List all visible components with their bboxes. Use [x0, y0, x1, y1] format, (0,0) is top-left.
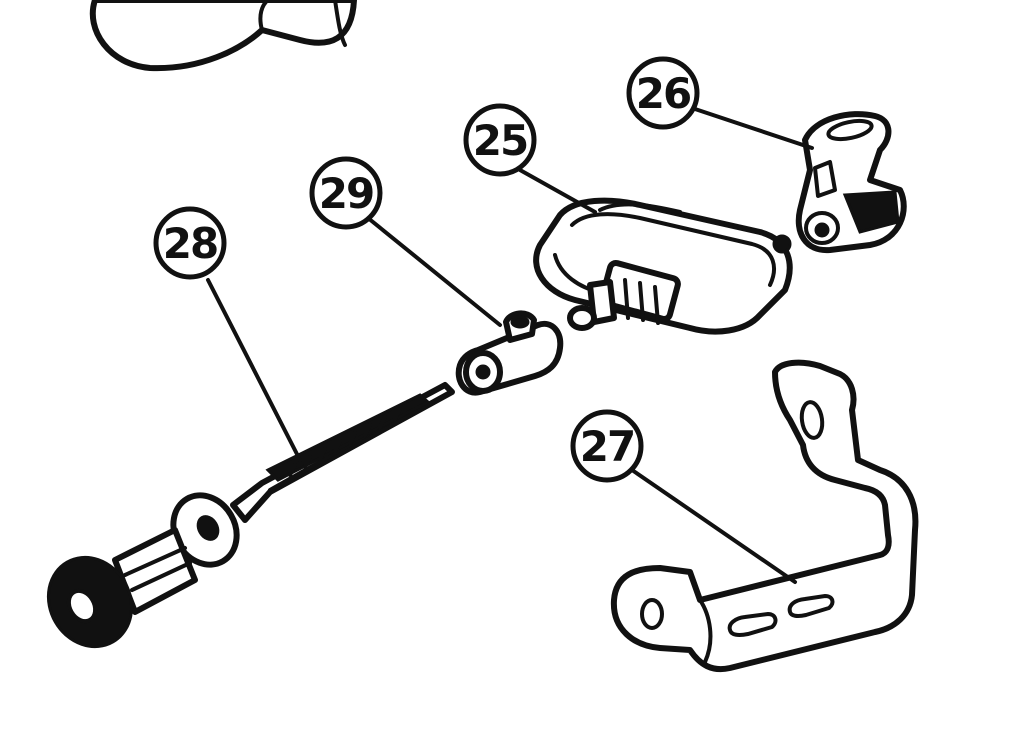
- callout-28-label: 28: [163, 219, 217, 268]
- knob-rod-part: [46, 382, 455, 649]
- callout-26: 26: [626, 56, 700, 130]
- mounting-bracket-part: [610, 359, 919, 672]
- leader-line-26: [690, 106, 814, 150]
- clip-bracket-part: [795, 111, 907, 254]
- callout-29: 29: [309, 156, 383, 230]
- leader-line-25: [518, 168, 597, 214]
- callout-25: 25: [463, 103, 537, 177]
- callout-28: 28: [153, 206, 227, 280]
- callout-27: 27: [570, 409, 644, 483]
- leader-line-27: [630, 468, 797, 584]
- callout-29-label: 29: [319, 169, 373, 218]
- callout-27-label: 27: [580, 422, 634, 471]
- partial-knob-component: [89, 0, 357, 72]
- switch-body-part: [533, 197, 793, 335]
- barrel-clamp-part: [455, 310, 564, 396]
- leader-line-29: [366, 216, 502, 327]
- leader-line-28: [206, 278, 302, 462]
- callout-26-label: 26: [636, 69, 690, 118]
- callout-25-label: 25: [473, 116, 527, 165]
